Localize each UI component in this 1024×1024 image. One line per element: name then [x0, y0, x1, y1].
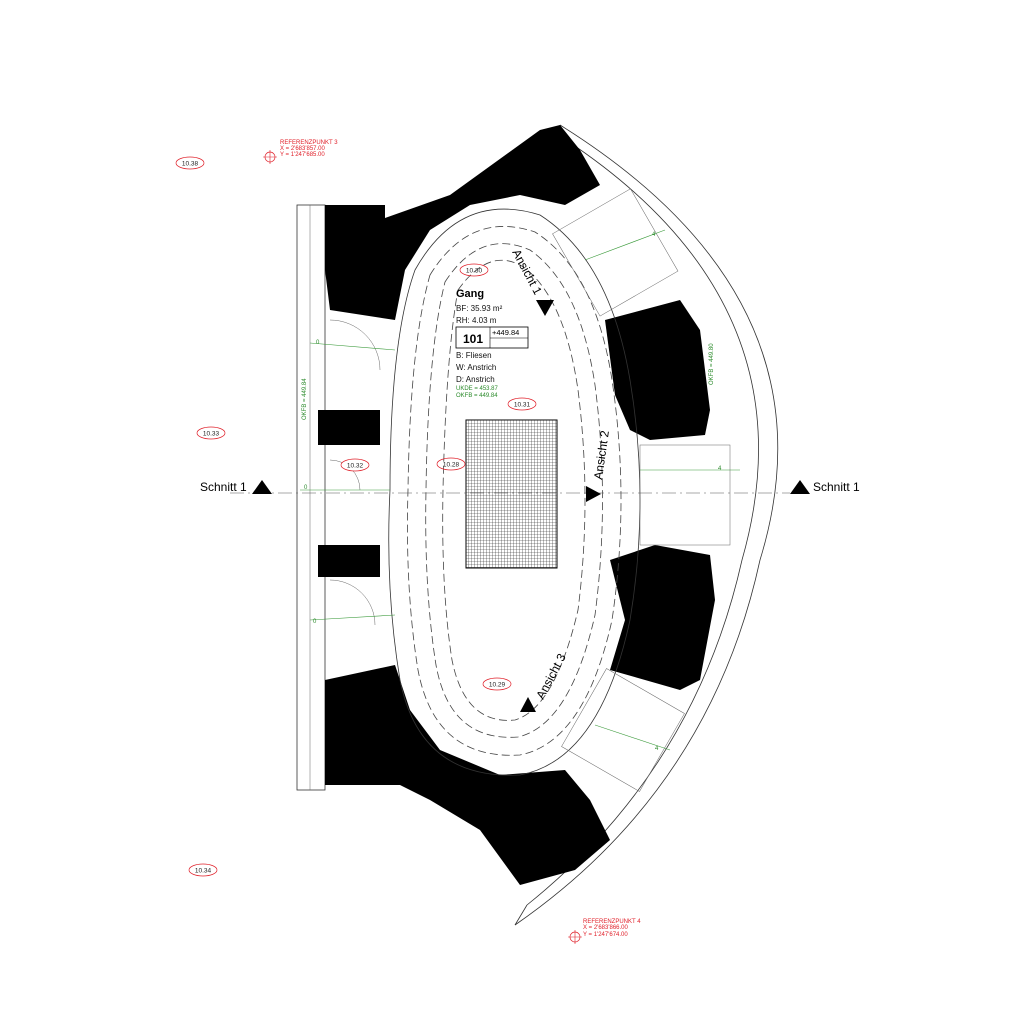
door-mark: 0: [304, 485, 308, 491]
svg-text:Y = 1'247'674.00: Y = 1'247'674.00: [583, 932, 628, 938]
room-wall: W: Anstrich: [456, 363, 496, 372]
door-mark: 0: [316, 340, 320, 346]
section-arrow-right: [790, 480, 810, 494]
wall-masses: [318, 125, 715, 885]
grid-label: 10.34: [195, 868, 212, 875]
room-name: Gang: [456, 288, 484, 300]
door-mark: 4: [655, 746, 659, 752]
left-doors: [300, 319, 396, 626]
door-mark: 4: [652, 232, 656, 238]
reference-point-4: REFERENZPUNKT 4 X = 2'683'866.00 Y = 1'2…: [568, 919, 641, 944]
grid-label: 10.31: [514, 402, 531, 409]
door-mark: 4: [718, 466, 722, 472]
section-label-right: Schnitt 1: [813, 480, 860, 494]
door-mark: 0: [313, 619, 317, 625]
svg-text:X = 2'683'866.00: X = 2'683'866.00: [583, 925, 628, 931]
room-floor: B: Fliesen: [456, 351, 492, 360]
svg-text:REFERENZPUNKT 4: REFERENZPUNKT 4: [583, 919, 641, 925]
room-level: +449.84: [492, 328, 519, 337]
svg-text:REFERENZPUNKT 3: REFERENZPUNKT 3: [280, 140, 338, 146]
grid-labels: 10.38 10.33 10.34 10.30 10.31 10.32 10.2…: [175, 156, 537, 877]
left-facade-wall: [296, 204, 326, 791]
grid-label: 10.30: [466, 268, 483, 275]
okfb-right: OKFB = 449.80: [709, 343, 715, 385]
section-arrow-left: [252, 480, 272, 494]
svg-text:X = 2'683'857.00: X = 2'683'857.00: [280, 146, 325, 152]
room-ceiling: D: Anstrich: [456, 375, 495, 384]
view-arrow-3: [520, 697, 536, 712]
view-arrow-1: [536, 300, 554, 316]
grid-label: 10.33: [203, 431, 220, 438]
oval-corridor: [388, 208, 641, 776]
outer-curved-wall: [514, 124, 779, 926]
grid-label: 10.28: [443, 462, 460, 469]
view-label-3: Ansicht 3: [533, 651, 569, 701]
view-label-2: Ansicht 2: [591, 429, 612, 480]
section-label-left: Schnitt 1: [200, 480, 247, 494]
floor-grating: [465, 419, 558, 569]
outer-curved-wall-inner: [526, 139, 759, 906]
room-number: 101: [463, 332, 483, 346]
reference-point-3: REFERENZPUNKT 3 X = 2'683'857.00 Y = 1'2…: [263, 140, 338, 164]
room-area: BF: 35.93 m²: [456, 304, 503, 313]
grid-label: 10.32: [347, 463, 364, 470]
svg-text:Y = 1'247'685.00: Y = 1'247'685.00: [280, 152, 325, 158]
room-okfb: OKFB = 449.84: [456, 393, 498, 399]
room-stamp: Gang BF: 35.93 m² RH: 4.03 m 101 +449.84…: [455, 288, 529, 399]
okfb-left: OKFB = 449.84: [302, 378, 308, 420]
view-label-1: Ansicht 1: [509, 247, 545, 297]
room-height: RH: 4.03 m: [456, 316, 497, 325]
view-arrow-2: [586, 486, 601, 502]
grid-label: 10.38: [182, 161, 199, 168]
room-ukde: UKDE = 453.87: [456, 386, 499, 392]
right-windows: [552, 188, 740, 792]
grid-label: 10.29: [489, 682, 506, 689]
